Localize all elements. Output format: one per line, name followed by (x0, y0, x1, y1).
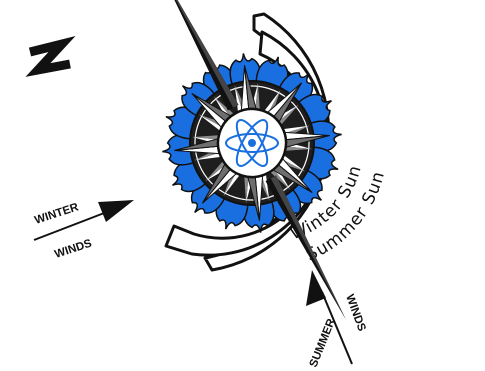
north-letter-icon (30, 44, 70, 70)
summer-winds-group: SUMMER WINDS (306, 270, 368, 369)
summer-winds-label-2: WINDS (343, 293, 367, 333)
summer-winds-label-1: SUMMER (308, 317, 339, 370)
winter-winds-label-2: WINDS (53, 237, 93, 260)
winter-winds-group: WINTER WINDS (33, 200, 134, 261)
winter-winds-label-1: WINTER (33, 201, 81, 227)
